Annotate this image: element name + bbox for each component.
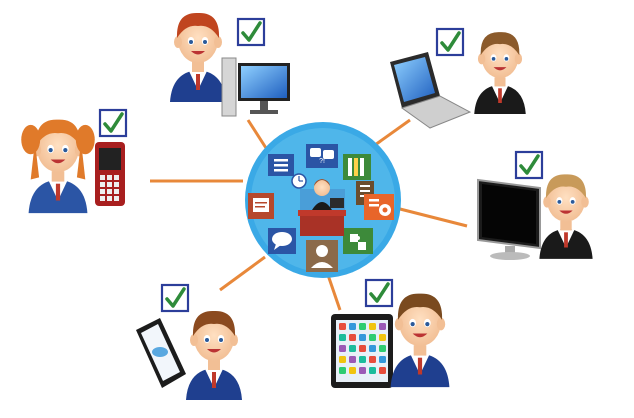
speech-bubbles-icon: ?!	[306, 144, 338, 168]
checkbox-checked-icon	[160, 283, 190, 313]
checkbox-checked-icon	[514, 150, 544, 180]
list-icon	[268, 154, 294, 176]
node-bottom-right	[331, 278, 450, 388]
node-left	[21, 108, 128, 214]
film-icon	[364, 194, 394, 220]
connector-right	[399, 207, 468, 228]
certificate-icon	[248, 193, 274, 219]
mobile-phone-icon	[95, 142, 125, 206]
checkbox-checked-icon	[236, 17, 266, 47]
connector-bottom-right	[326, 274, 342, 311]
node-top-right	[390, 27, 526, 129]
student-boy-red-hair	[170, 12, 226, 102]
desktop-computer-icon	[221, 57, 290, 117]
node-top	[170, 12, 290, 117]
books-icon	[343, 154, 371, 180]
connector-bottom-left	[219, 255, 266, 292]
student-boy	[390, 293, 450, 388]
svg-text:?!: ?!	[319, 158, 325, 165]
laptop-icon	[390, 52, 472, 129]
user-icon	[306, 240, 338, 272]
nodes	[21, 12, 593, 400]
checkbox-checked-icon	[435, 27, 465, 57]
clock-icon	[291, 173, 307, 189]
chat-icon	[268, 228, 296, 254]
checkbox-checked-icon	[98, 108, 128, 138]
smartphone-icon	[136, 318, 186, 388]
checkbox-checked-icon	[364, 278, 394, 308]
connector-top	[246, 119, 268, 149]
student-boy	[474, 32, 526, 115]
student-boy	[186, 310, 242, 400]
connector-top-right	[374, 118, 411, 147]
node-bottom-left	[136, 283, 242, 400]
hub: ?!	[245, 122, 401, 278]
tablet-icon	[331, 314, 393, 388]
student-boy-blond	[539, 174, 593, 259]
puzzle-icon	[343, 228, 373, 254]
teacher-illustration	[298, 179, 346, 236]
connectors	[150, 118, 468, 311]
node-right	[477, 150, 593, 260]
monitor-icon	[477, 178, 541, 260]
student-girl-pigtails	[21, 119, 95, 214]
